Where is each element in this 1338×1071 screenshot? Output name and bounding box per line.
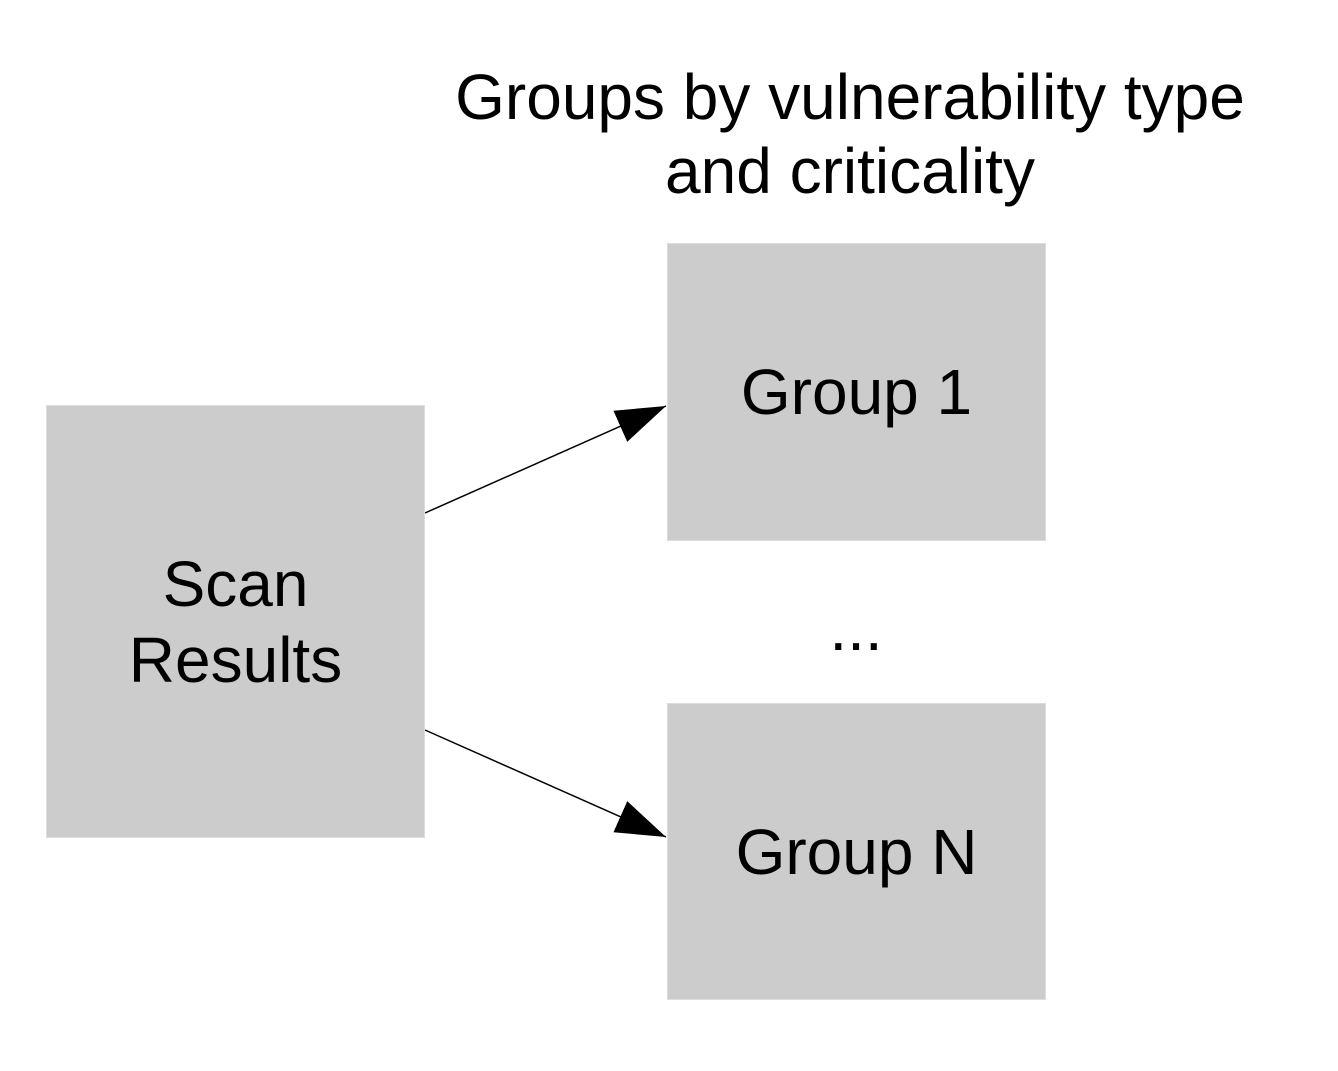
node-group-n-label: Group N: [735, 815, 978, 888]
node-group-1: Group 1: [667, 243, 1046, 541]
title-line-2: and criticality: [665, 135, 1035, 207]
title-line-1: Groups by vulnerability type: [455, 61, 1245, 133]
arrow-scan-to-group-1: [424, 405, 667, 514]
node-group-1-label: Group 1: [740, 356, 973, 428]
node-scan-results: Scan Results: [46, 405, 425, 838]
ellipsis-more-groups: ...: [829, 592, 883, 664]
node-group-n: Group N: [667, 703, 1046, 1000]
diagram-title: Groups by vulnerability type and critica…: [420, 60, 1280, 208]
arrow-scan-to-group-n: [424, 729, 667, 838]
node-scan-results-label-line-1: Scan: [162, 547, 309, 620]
node-scan-results-label-line-2: Results: [128, 623, 343, 696]
